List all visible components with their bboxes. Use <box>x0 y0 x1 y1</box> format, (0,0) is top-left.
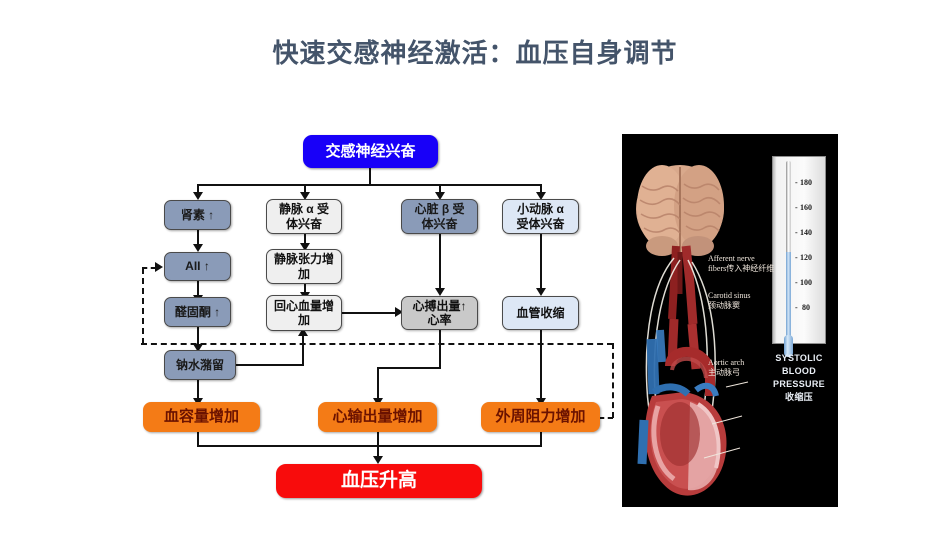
connector-sodium-to-venous-return-h <box>236 364 304 366</box>
gauge-tick-labels: -180 -160 -140 -120 -100 - 80 <box>795 178 812 312</box>
gauge-tick-160: 160 <box>800 203 812 212</box>
connector-distribution-bar <box>197 184 541 186</box>
heart-graphic <box>637 382 727 496</box>
connector-convergence-bar <box>197 445 542 447</box>
arrowhead-to-arteriole-alpha <box>535 192 546 200</box>
connector-stroke-volume-left <box>377 367 441 369</box>
gauge-tick-180: 180 <box>800 178 812 187</box>
arrowhead-to-vein-alpha <box>299 192 310 200</box>
arrowhead-venous-return-to-stroke-volume <box>395 306 403 317</box>
node-aldosterone[interactable]: 醛固酮 ↑ <box>164 297 231 327</box>
connector-to-vein-alpha <box>304 184 306 196</box>
connector-stroke-volume-down <box>439 330 441 369</box>
node-venous-return-increase[interactable]: 回心血量增 加 <box>266 295 342 331</box>
arrowhead-beta-to-stroke-volume <box>434 288 445 296</box>
node-renin[interactable]: 肾素 ↑ <box>164 200 231 230</box>
gauge-tick-120: 120 <box>800 253 812 262</box>
gauge-fill <box>786 252 791 339</box>
connector-tone-to-venous-return <box>304 284 306 296</box>
arrowhead-feedback-into-aii <box>155 261 163 272</box>
connector-sodium-to-venous-return-v <box>302 336 304 366</box>
node-sodium-water-retention[interactable]: 钠水潴留 <box>164 350 236 380</box>
connector-aii-to-aldosterone <box>197 281 199 297</box>
feedback-dashed-into-resistance <box>599 417 613 419</box>
node-vasoconstriction[interactable]: 血管收缩 <box>502 296 579 330</box>
node-blood-volume-increase[interactable]: 血容量增加 <box>143 402 260 432</box>
connector-renin-to-aii <box>197 230 199 246</box>
feedback-dashed-vertical-right <box>612 343 614 418</box>
label-afferent-nerve: Afferent nerve fibers传入神经纤维 <box>708 254 775 273</box>
connector-to-arteriole-alpha <box>540 184 542 196</box>
node-trigger-sympathetic-excitation[interactable]: 交感神经兴奋 <box>303 135 438 168</box>
connector-arteriole-to-vasoconstriction <box>540 234 542 291</box>
arrowhead-to-blood-pressure <box>372 456 383 464</box>
connector-cardiac-output-down <box>377 432 379 460</box>
node-peripheral-resistance-increase[interactable]: 外周阻力增加 <box>481 402 600 432</box>
brain-graphic <box>636 165 724 256</box>
arrowhead-arteriole-to-vasoconstriction <box>535 288 546 296</box>
connector-blood-volume-down <box>197 432 199 447</box>
label-aortic-arch: Aortic arch 主动脉弓 <box>708 358 745 377</box>
arrowhead-renin-to-aii <box>192 244 203 252</box>
arrowhead-venous-alpha-to-tone <box>299 243 310 251</box>
gauge-tick-100: 100 <box>800 278 812 287</box>
gauge-tube <box>786 161 791 339</box>
connector-to-cardiac-output <box>377 367 379 402</box>
feedback-dashed-into-aii <box>142 267 156 269</box>
label-carotid-sinus: Carotid sinus 颈动脉窦 <box>708 291 751 310</box>
node-cardiac-beta-receptor[interactable]: 心脏 β 受 体兴奋 <box>401 199 478 234</box>
node-blood-pressure-rise[interactable]: 血压升高 <box>276 464 482 498</box>
node-arteriole-alpha-receptor[interactable]: 小动脉 α 受体兴奋 <box>502 199 579 234</box>
feedback-dashed-horizontal <box>141 343 613 345</box>
node-venous-tone-increase[interactable]: 静脉张力增 加 <box>266 249 342 284</box>
connector-sodium-to-blood-volume <box>197 380 199 402</box>
gauge-caption: SYSTOLIC BLOOD PRESSURE 收缩压 <box>773 353 825 403</box>
gauge-tick-140: 140 <box>800 228 812 237</box>
connector-beta-to-stroke-volume <box>439 234 441 291</box>
connector-to-renin <box>197 184 199 196</box>
connector-venous-alpha-to-tone <box>304 234 306 246</box>
connector-trigger-stem <box>369 168 371 185</box>
feedback-dashed-vertical-left <box>142 268 144 344</box>
arrowhead-to-heart-beta <box>434 192 445 200</box>
blood-pressure-gauge: -180 -160 -140 -120 -100 - 80 <box>772 156 826 357</box>
anatomy-illustration: Afferent nerve fibers传入神经纤维 Carotid sinu… <box>622 134 838 507</box>
connector-to-heart-beta <box>439 184 441 196</box>
arrowhead-to-renin <box>192 192 203 200</box>
arrowhead-aldosterone-to-sodium <box>192 344 203 352</box>
connector-vasoconstriction-to-resistance <box>540 330 542 402</box>
page-title: 快速交感神经激活：血压自身调节 <box>272 38 678 68</box>
node-cardiac-output-increase[interactable]: 心输出量增加 <box>318 402 437 432</box>
gauge-bulb <box>784 335 793 357</box>
connector-aldosterone-to-sodium <box>197 327 199 347</box>
node-venous-alpha-receptor[interactable]: 静脉 α 受 体兴奋 <box>266 199 342 234</box>
node-stroke-volume-heart-rate[interactable]: 心搏出量↑ 心率 <box>401 296 478 330</box>
gauge-tick-80: 80 <box>802 303 810 312</box>
connector-resistance-down <box>540 432 542 447</box>
node-aii[interactable]: AII ↑ <box>164 252 231 281</box>
arrowhead-sodium-to-venous-return <box>297 328 308 336</box>
connector-venous-return-to-stroke-volume <box>342 312 396 314</box>
